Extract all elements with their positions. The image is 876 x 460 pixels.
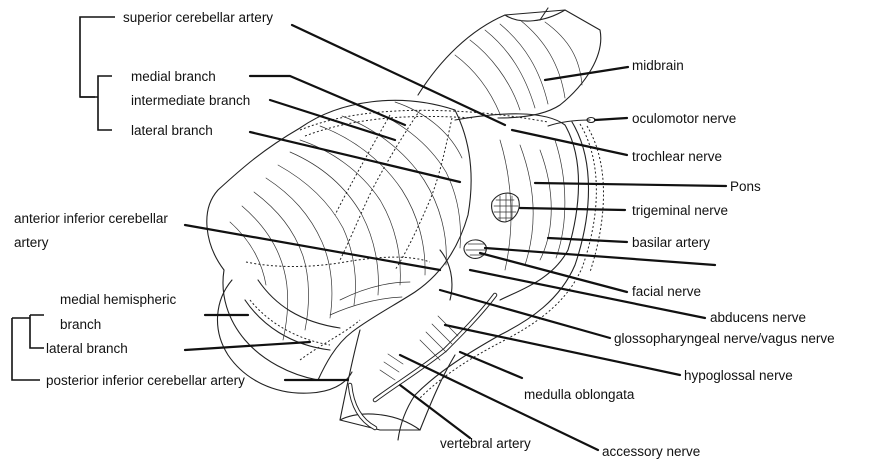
leader-trigeminal	[520, 208, 625, 210]
label-anterior-inferior-cerebellar-artery-line1: anterior inferior cerebellar	[14, 211, 168, 226]
label-superior-cerebellar-artery: superior cerebellar artery	[123, 10, 273, 25]
label-posterior-inferior-cerebellar-artery: posterior inferior cerebellar artery	[46, 373, 245, 388]
label-lateral-branch-top: lateral branch	[131, 123, 213, 138]
label-glossopharyngeal-vagus-nerve: glossopharyngeal nerve/vagus nerve	[614, 331, 835, 346]
label-trigeminal-nerve: trigeminal nerve	[632, 203, 728, 218]
label-facial-nerve: facial nerve	[632, 284, 701, 299]
leader-lateral-branch-top	[250, 132, 460, 182]
leader-superior-cerebellar	[292, 25, 505, 125]
leader-medulla	[460, 352, 522, 378]
label-abducens-nerve: abducens nerve	[710, 310, 806, 325]
label-hypoglossal-nerve: hypoglossal nerve	[684, 368, 793, 383]
oculomotor-nerve-drawing	[548, 120, 590, 126]
label-anterior-inferior-cerebellar-artery-line2: artery	[14, 235, 49, 250]
label-basilar-artery: basilar artery	[632, 235, 710, 250]
bracket-posterior-inferior	[12, 315, 44, 380]
label-medulla-oblongata: medulla oblongata	[524, 387, 635, 402]
label-pons: Pons	[730, 179, 761, 194]
leader-oculomotor	[595, 118, 627, 120]
label-midbrain: midbrain	[632, 58, 684, 73]
label-medial-hemispheric-branch-line2: branch	[60, 317, 101, 332]
leader-basilar	[548, 238, 627, 242]
label-vertebral-artery: vertebral artery	[440, 436, 531, 451]
label-accessory-nerve: accessory nerve	[602, 444, 700, 459]
bracket-branches	[80, 76, 112, 130]
label-trochlear-nerve: trochlear nerve	[632, 149, 722, 164]
leader-pons	[535, 183, 726, 186]
label-medial-hemispheric-branch-line1: medial hemispheric	[60, 292, 177, 307]
label-lateral-branch-bottom: lateral branch	[46, 341, 128, 356]
label-oculomotor-nerve: oculomotor nerve	[632, 111, 736, 126]
labels: superior cerebellar artery medial branch…	[14, 10, 835, 459]
cerebellum-drawing	[207, 100, 548, 393]
brain-drawing	[207, 8, 604, 440]
trigeminal-nerve-drawing	[492, 193, 520, 222]
leader-intermediate-branch	[270, 100, 395, 140]
label-intermediate-branch: intermediate branch	[131, 93, 250, 108]
midbrain-drawing	[418, 8, 601, 118]
label-medial-branch: medial branch	[131, 69, 216, 84]
leader-anterior-inferior	[185, 225, 440, 270]
